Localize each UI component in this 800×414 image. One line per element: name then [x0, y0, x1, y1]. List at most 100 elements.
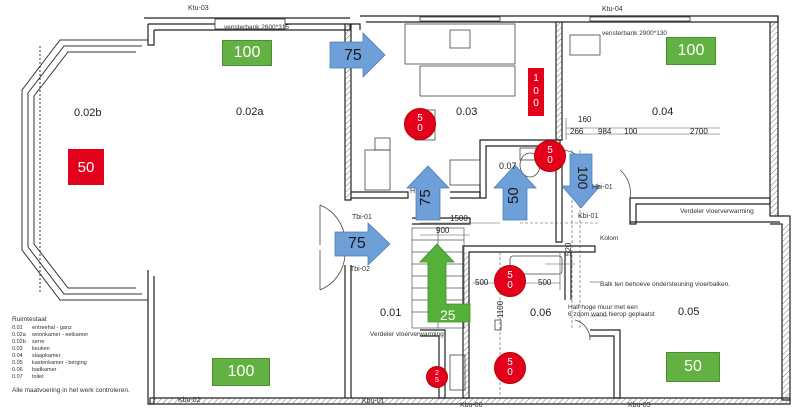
dimension-value: 500	[475, 278, 489, 287]
legend-name: entreehal - ganz	[32, 325, 72, 331]
legend-footer: Alle maatvoering in het werk controleren…	[12, 387, 130, 394]
wall-label: Tbi-02	[350, 266, 370, 273]
note-verdeler: Verdeler vloerverwarming	[370, 331, 444, 338]
legend-name: keuken	[32, 346, 50, 352]
window-note: vensterbank 2600*315	[224, 24, 290, 31]
legend-code: 0.06	[12, 367, 23, 373]
arrow-up-50	[493, 164, 537, 221]
legend-item: 0.03 keuken	[12, 346, 130, 353]
legend-item: 0.05 kastenkamer - berging	[12, 360, 130, 367]
wall-label: Kbu-05	[628, 402, 651, 409]
wall-label: Hbi-01	[592, 184, 613, 191]
dimension-value: 2700	[690, 127, 708, 136]
arrow-value: 75	[417, 189, 434, 206]
dimension-value: 500	[538, 278, 552, 287]
wall-label: Kbu-02	[178, 397, 201, 404]
windows	[214, 16, 691, 30]
dimension-lines	[420, 118, 720, 395]
red-value-box: 50	[68, 149, 104, 185]
legend-name: slaapkamer	[32, 353, 61, 359]
red-value-box: 1 0 0	[528, 68, 544, 116]
arrow-down-100	[561, 153, 601, 209]
wall-label: Kbi-01	[578, 213, 599, 220]
arrow-right-75-middle	[334, 222, 391, 266]
red-value-circle: 5 0	[404, 108, 436, 140]
legend-code: 0.04	[12, 353, 23, 359]
legend-name: badkamer	[32, 367, 57, 373]
hatched-wall	[463, 252, 469, 398]
red-value-circle: 2 5	[426, 366, 448, 388]
dimension-value: 984	[598, 127, 612, 136]
dimension-value: 1100	[496, 300, 505, 318]
arrow-value: 100	[575, 166, 591, 190]
legend-name: woonkamer - eetkamer	[32, 332, 89, 338]
red-value-circle: 5 0	[494, 352, 526, 384]
arrow-value: 75	[344, 47, 362, 64]
green-value-box: 50	[666, 352, 720, 382]
legend-name: kastenkamer - berging	[32, 360, 87, 366]
red-value-circle: 5 0	[494, 265, 526, 297]
legend-code: 0.05	[12, 360, 23, 366]
legend-code: 0.02a	[12, 332, 26, 338]
legend-item: 0.01 entreehal - ganz	[12, 325, 130, 332]
green-value-box: 100	[212, 358, 270, 386]
wall-label: Kbu-01	[362, 398, 385, 405]
note-halfhoge: Half hoge muur met een	[568, 304, 638, 311]
bay-window	[21, 39, 148, 301]
blue-arrows	[329, 32, 601, 266]
legend-item: 0.02a woonkamer - eetkamer	[12, 332, 130, 339]
wall-label: Ktu-04	[602, 6, 623, 13]
legend-name: serre	[32, 339, 45, 345]
hatched-wall	[345, 24, 351, 200]
legend-item: 0.04 slaapkamer	[12, 353, 130, 360]
note-halfhoge: 6 zoom wand hierop geplaatst	[568, 311, 655, 318]
room-label: 0.01	[380, 307, 402, 319]
dimension-value: 266	[570, 127, 584, 136]
legend-item: 0.02b serre	[12, 339, 130, 346]
legend-title: Ruimtestaat	[12, 316, 47, 323]
legend-code: 0.03	[12, 346, 23, 352]
arrow-value: 25	[440, 307, 456, 323]
arrow-value: 50	[505, 187, 522, 204]
legend-code: 0.01	[12, 325, 23, 331]
red-value-circle: 5 0	[534, 140, 566, 172]
legend-code: 0.07	[12, 374, 23, 380]
arrow-up-75	[406, 165, 450, 221]
note-balk: Balk ten behoeve ondersteuning vloerbalk…	[600, 281, 731, 288]
hatched-wall	[150, 398, 790, 404]
dimension-value: 100	[624, 127, 638, 136]
dimension-value: 520	[564, 242, 573, 256]
dimension-value: 900	[436, 226, 450, 235]
room-label: 0.04	[652, 106, 674, 118]
arrow-value: 75	[348, 235, 366, 252]
legend-item: 0.07 toilet	[12, 374, 130, 381]
legend-code: 0.02b	[12, 339, 26, 345]
kitchen-counter	[364, 23, 516, 191]
green-value-box: 100	[666, 37, 716, 65]
dimension-value: 160	[578, 115, 592, 124]
legend-name: toilet	[32, 374, 44, 380]
legend-item: 0.06 badkamer	[12, 367, 130, 374]
hatched-wall	[556, 22, 562, 140]
room-label: 0.02b	[74, 107, 102, 119]
wall-label: Tbi-01	[352, 214, 372, 221]
green-value-box: 100	[222, 40, 272, 66]
note-kolom: Kolom	[600, 235, 619, 242]
room-legend: Ruimtestaat 0.01 entreehal - ganz 0.02a woo…	[12, 316, 130, 394]
room-label: 0.03	[456, 106, 478, 118]
green-stair-arrow	[419, 243, 471, 323]
dimension-value: 1500	[450, 214, 468, 223]
room-label: 0.06	[530, 307, 552, 319]
arrow-right-75-top	[329, 32, 386, 78]
room-label: 0.02a	[236, 106, 264, 118]
room-label: 0.07	[499, 161, 517, 171]
note-verdeler: Verdeler vloerverwarming	[680, 208, 754, 215]
room-label: 0.05	[678, 306, 700, 318]
window-note: vensterbank 2900*130	[602, 30, 668, 37]
wall-label: H	[410, 188, 416, 195]
hatched-wall	[782, 224, 790, 400]
wall-label: Kbu-06	[460, 402, 483, 409]
hatched-wall	[770, 22, 778, 216]
wall-label: Ktu-03	[188, 5, 209, 12]
